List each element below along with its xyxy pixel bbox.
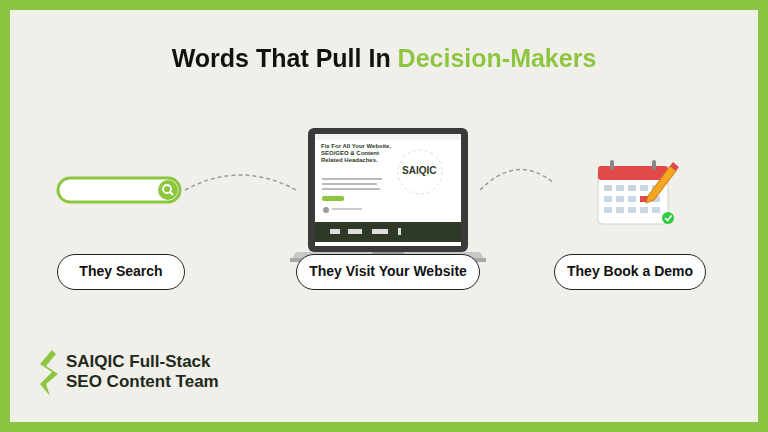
step-node: They Book a Demo xyxy=(554,155,706,290)
diagram-title: Words That Pull In Decision-Makers xyxy=(0,44,768,73)
dashed-connector xyxy=(480,170,554,190)
screen-headline: Fix For All Your Website, SEO/GEO & Cont… xyxy=(321,143,399,164)
dashed-connector xyxy=(185,175,296,190)
step-node: They Visit Your Website xyxy=(296,124,480,290)
step-pill: They Book a Demo xyxy=(554,254,706,290)
step-pill: They Search xyxy=(57,254,185,290)
brand-name: SAIQIC Full-Stack SEO Content Team xyxy=(66,352,234,392)
screen-logo-text: SAIQIC xyxy=(402,165,442,177)
step-pill: They Visit Your Website xyxy=(296,254,480,290)
step-node: They Search xyxy=(57,170,185,290)
